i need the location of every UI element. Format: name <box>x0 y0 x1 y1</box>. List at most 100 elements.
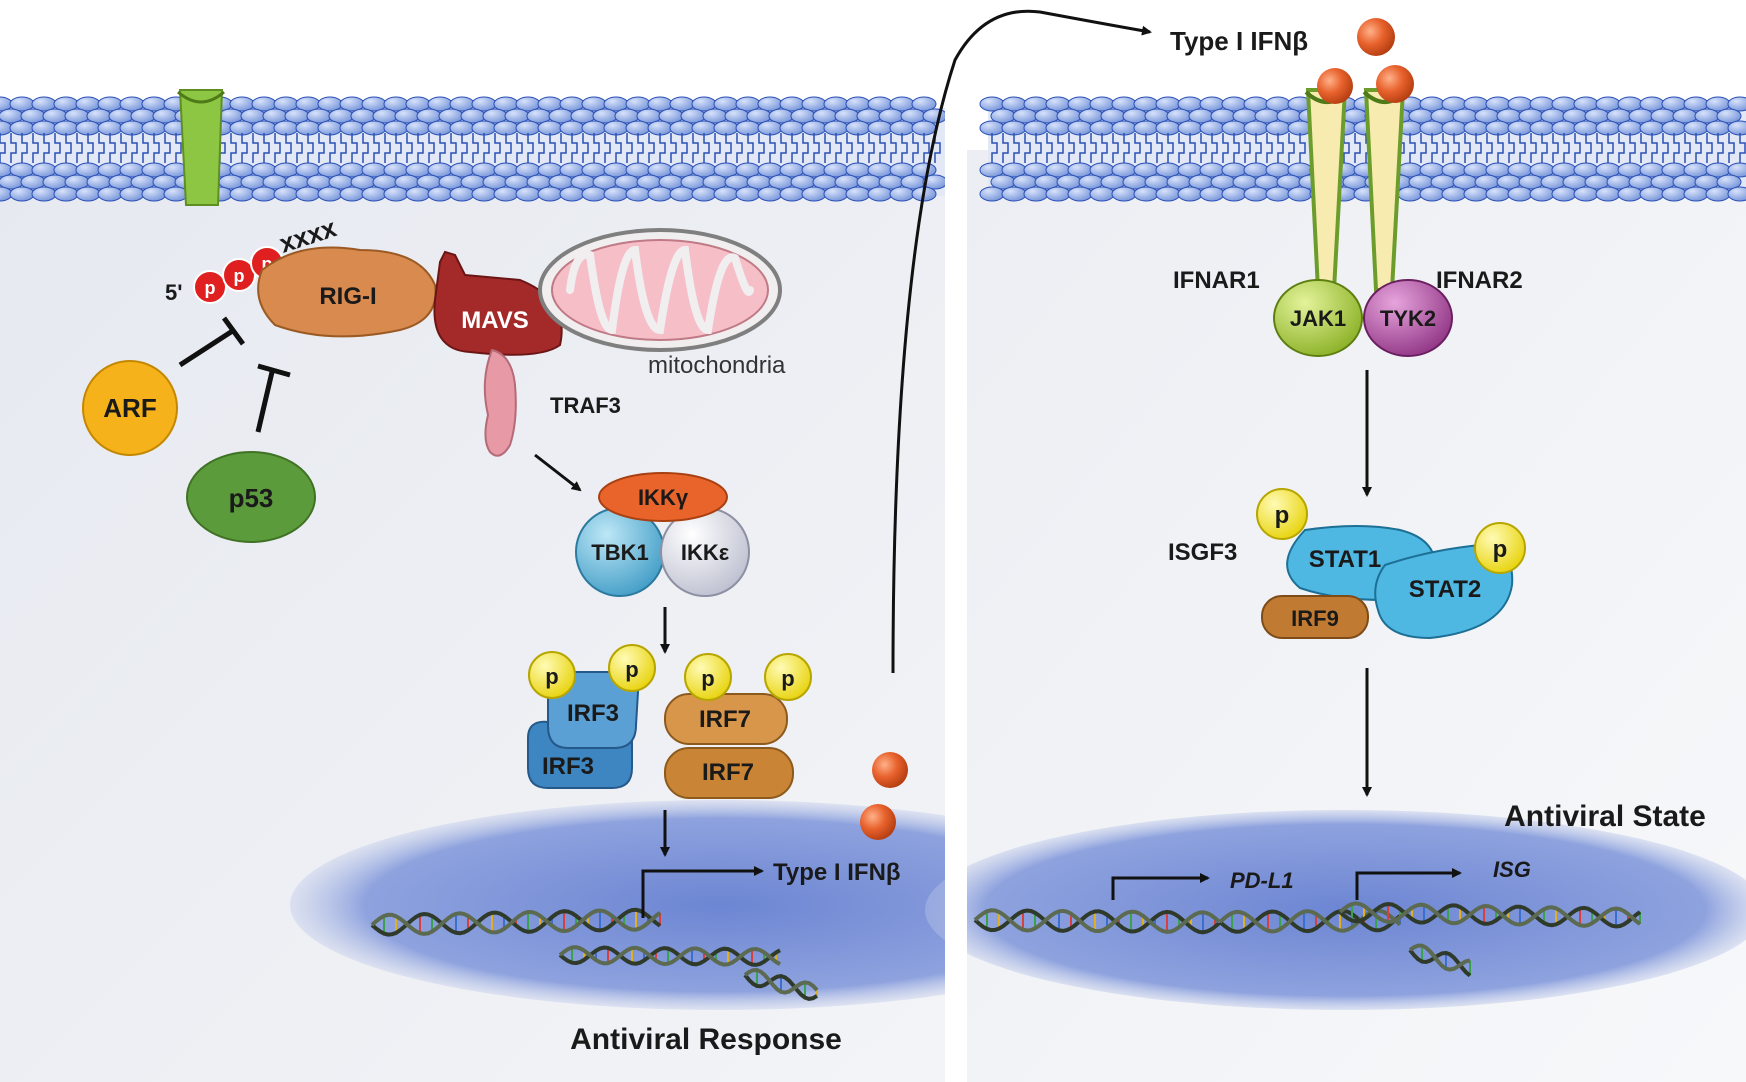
lipid-tail <box>1024 133 1031 163</box>
lipid-head <box>1683 120 1709 136</box>
lipid-tail <box>98 133 105 163</box>
lipid-tail <box>1662 133 1669 163</box>
lipid-tail <box>912 133 919 163</box>
lipid-head <box>1023 120 1049 136</box>
lipid-tail <box>1442 133 1449 163</box>
lipid-tail <box>1409 133 1416 163</box>
lipid-tail <box>340 133 347 163</box>
lipid-head <box>647 120 673 136</box>
lipid-head <box>647 186 673 202</box>
lipid-tail <box>1464 133 1471 163</box>
ifnar2-label: IFNAR2 <box>1436 267 1523 294</box>
lipid-tail <box>120 133 127 163</box>
lipid-tail <box>1574 133 1581 163</box>
lipid-head <box>559 120 585 136</box>
lipid-tail <box>659 133 666 163</box>
lipid-tail <box>901 133 908 163</box>
lipid-head <box>801 186 827 202</box>
lipid-tail <box>494 133 501 163</box>
lipid-head <box>757 186 783 202</box>
lipid-head <box>53 186 79 202</box>
lipid-head <box>1397 186 1423 202</box>
lipid-tail <box>384 133 391 163</box>
lipid-head <box>801 120 827 136</box>
stat2-label: STAT2 <box>1409 576 1481 603</box>
transcription-arrow-isg <box>1355 868 1462 900</box>
jak1-label: JAK1 <box>1290 306 1346 331</box>
lipid-head <box>581 186 607 202</box>
dna-strand <box>370 908 662 936</box>
lipid-head <box>361 120 387 136</box>
lipid-head <box>1551 120 1577 136</box>
lipid-head <box>31 186 57 202</box>
lipid-tail <box>1453 133 1460 163</box>
lipid-head <box>1441 186 1467 202</box>
lipid-head <box>1089 120 1115 136</box>
lipid-tail <box>527 133 534 163</box>
lipid-tail <box>835 133 842 163</box>
lipid-head <box>1287 186 1313 202</box>
lipid-head <box>273 120 299 136</box>
lipid-tail <box>1035 133 1042 163</box>
dna-strand <box>558 945 781 967</box>
lipid-head <box>603 186 629 202</box>
mitochondria-label: mitochondria <box>648 352 786 379</box>
lipid-head <box>691 120 717 136</box>
lipid-tail <box>175 133 182 163</box>
lipid-head <box>515 120 541 136</box>
dna-strand <box>1338 901 1642 928</box>
irf3-p-left: p <box>545 664 558 689</box>
lipid-head <box>449 120 475 136</box>
lipid-head <box>845 186 871 202</box>
lipid-tail <box>307 133 314 163</box>
lipid-head <box>471 120 497 136</box>
lipid-head <box>339 186 365 202</box>
lipid-head <box>867 186 893 202</box>
lipid-head <box>119 120 145 136</box>
lipid-tail <box>230 133 237 163</box>
lipid-tail <box>549 133 556 163</box>
lipid-head <box>1727 96 1746 112</box>
lipid-tail <box>1607 133 1614 163</box>
lipid-tail <box>747 133 754 163</box>
lipid-tail <box>87 133 94 163</box>
lipid-head <box>1155 186 1181 202</box>
lipid-tail <box>1057 133 1064 163</box>
lipid-tail <box>0 133 6 163</box>
lipid-tail <box>1420 133 1427 163</box>
lipid-tail <box>1134 133 1141 163</box>
lipid-head <box>1111 186 1137 202</box>
lipid-head <box>1716 108 1742 124</box>
lipid-tail <box>318 133 325 163</box>
lipid-tail <box>1277 133 1284 163</box>
lipid-tail <box>1189 133 1196 163</box>
lipid-tail <box>1178 133 1185 163</box>
lipid-tail <box>780 133 787 163</box>
lipid-tail <box>1046 133 1053 163</box>
lipid-head <box>823 186 849 202</box>
lipid-head <box>1243 120 1269 136</box>
transcription-arrow-pdl1 <box>1111 873 1210 900</box>
lipid-tail <box>923 133 930 163</box>
lipid-head <box>1023 186 1049 202</box>
lipid-tail <box>1541 133 1548 163</box>
lipid-tail <box>1508 133 1515 163</box>
lipid-tail <box>846 133 853 163</box>
lipid-head <box>405 186 431 202</box>
lipid-head <box>97 186 123 202</box>
lipid-tail <box>1222 133 1229 163</box>
ifn-ball <box>1357 18 1395 56</box>
lipid-head <box>559 186 585 202</box>
lipid-tail <box>1354 133 1361 163</box>
lipid-tail <box>1233 133 1240 163</box>
lipid-head <box>1716 174 1742 190</box>
lipid-head <box>735 186 761 202</box>
arrow-traf3-to-tbk1 <box>534 453 582 492</box>
ifn-ball <box>872 752 908 788</box>
ifn-ball <box>860 804 896 840</box>
lipid-tail <box>1200 133 1207 163</box>
lipid-head <box>1551 186 1577 202</box>
lipid-head <box>625 186 651 202</box>
lipid-tail <box>65 133 72 163</box>
jak1-kinase: JAK1 <box>1273 279 1363 357</box>
